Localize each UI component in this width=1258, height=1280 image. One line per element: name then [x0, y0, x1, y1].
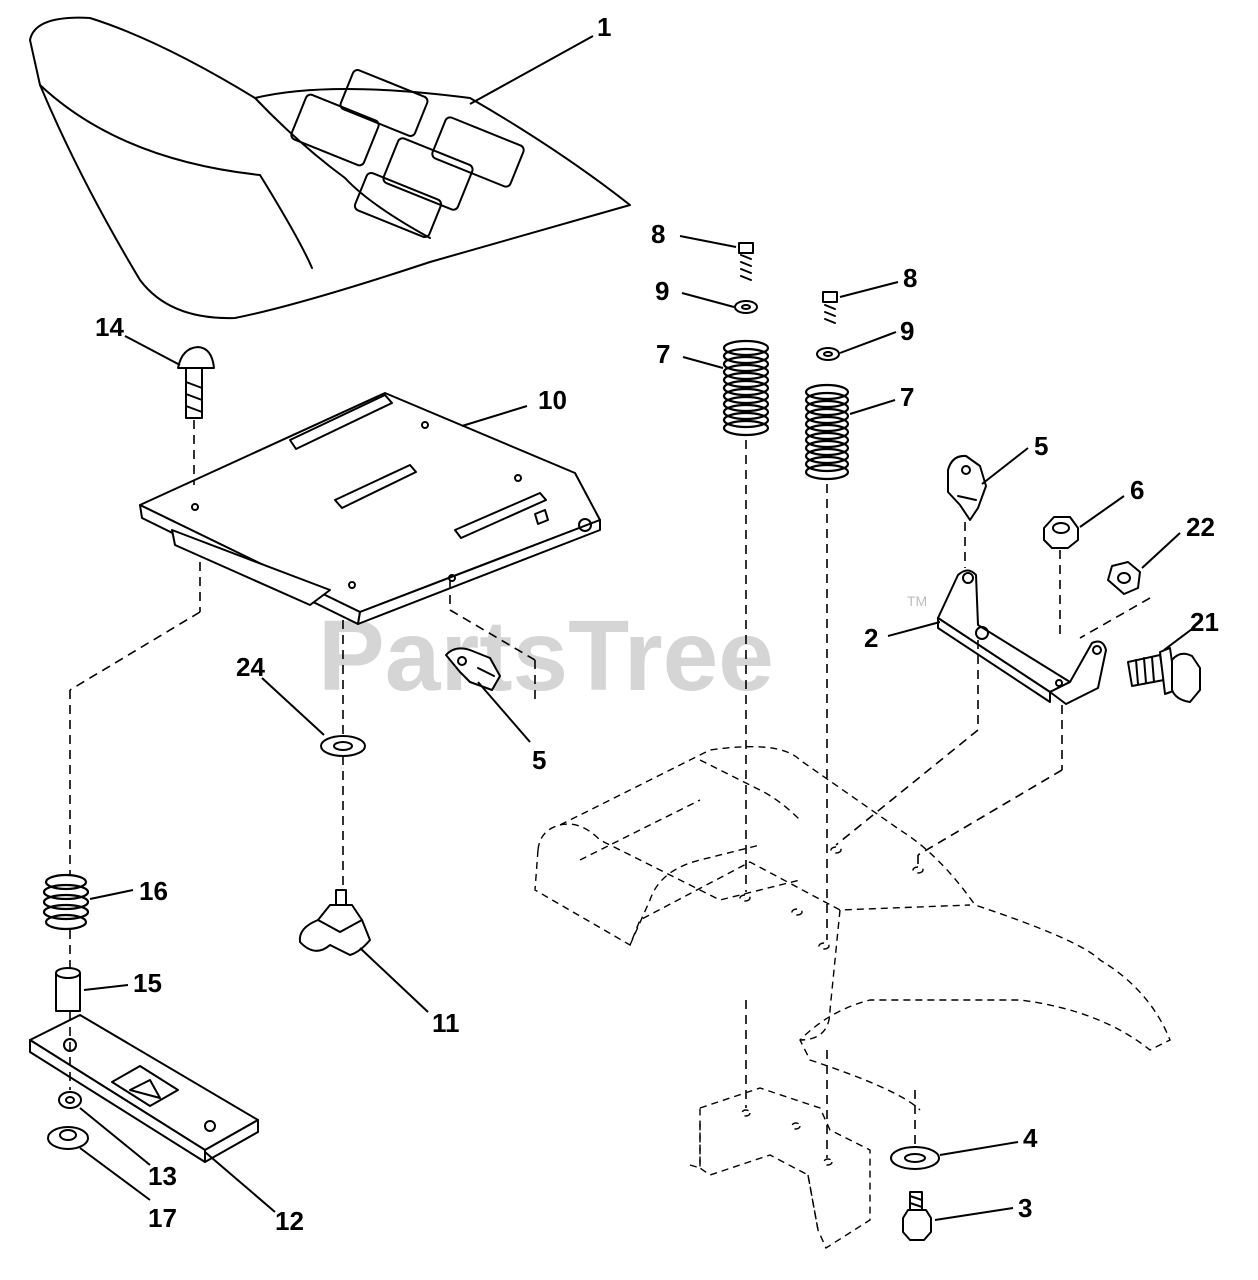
- callout-13: 13: [148, 1161, 177, 1191]
- callout-21: 21: [1190, 607, 1219, 637]
- spring-part-7-right: [804, 383, 850, 481]
- callout-11: 11: [432, 1008, 460, 1038]
- washer-part: [320, 735, 366, 757]
- spring-part-7-left: [722, 339, 770, 437]
- callout-24: 24: [236, 652, 265, 682]
- bracket-part-2: [937, 569, 1107, 705]
- lock-washer-part-9-left: [734, 300, 758, 314]
- bracket-plate-part: [29, 1014, 259, 1163]
- callout-6: 6: [1130, 475, 1144, 505]
- callout-12: 12: [275, 1206, 304, 1236]
- leader-lines: [79, 35, 1193, 1221]
- spacer-part: [55, 967, 81, 1012]
- callout-17: 17: [148, 1203, 177, 1233]
- callout-8-right: 8: [903, 263, 917, 293]
- callout-3: 3: [1018, 1193, 1032, 1223]
- carriage-bolt-part: [177, 346, 215, 419]
- spring-part-16: [42, 873, 90, 931]
- callout-4: 4: [1023, 1123, 1038, 1153]
- knob-part: [298, 889, 371, 956]
- callout-8-left: 8: [651, 219, 665, 249]
- bolt-part-8-left: [738, 242, 754, 281]
- clip-part-upper: [947, 454, 987, 521]
- callout-9-right: 9: [900, 316, 914, 346]
- nut-part-6: [1043, 516, 1079, 549]
- seat-part: [29, 16, 631, 320]
- nut-part-22: [1107, 561, 1141, 595]
- callout-7-left: 7: [656, 339, 670, 369]
- callout-7-right: 7: [900, 382, 914, 412]
- washer-part-4: [890, 1146, 940, 1170]
- tractor-frame-ghost: [534, 746, 1171, 1250]
- seat-pan-part: [139, 392, 601, 625]
- callout-14: 14: [95, 312, 124, 342]
- watermark-trademark: TM: [907, 593, 927, 609]
- callout-5-upper: 5: [1034, 431, 1048, 461]
- callout-9-left: 9: [655, 276, 669, 306]
- lock-washer-part-9-right: [816, 347, 840, 361]
- callout-2: 2: [864, 623, 878, 653]
- bolt-part-3: [902, 1191, 932, 1241]
- flange-nut-part: [47, 1126, 89, 1150]
- callout-16: 16: [139, 876, 168, 906]
- bolt-part-8-right: [822, 291, 838, 324]
- callout-1: 1: [597, 12, 611, 42]
- callout-15: 15: [133, 968, 162, 998]
- callout-22: 22: [1186, 512, 1215, 542]
- callout-5-lower: 5: [532, 745, 546, 775]
- watermark: PartsTree: [318, 600, 774, 712]
- callout-10: 10: [538, 385, 567, 415]
- clip-part-lower: [445, 647, 501, 691]
- alignment-lines: [69, 420, 1151, 1158]
- callouts: 1 2 3 4 5 5 6 7 7 8 8 9 9 10 11 12 13 14…: [95, 12, 1219, 1236]
- bolt-part-21: [1127, 647, 1201, 703]
- nut-part-13: [58, 1091, 82, 1109]
